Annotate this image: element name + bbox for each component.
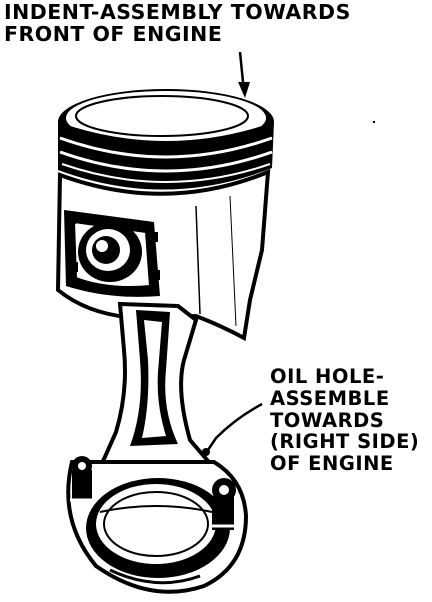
oil-hole-leader-line: [206, 402, 263, 451]
piston-skirt: [55, 168, 271, 342]
oil-hole-label-line-1: OIL HOLE-: [270, 365, 385, 388]
indent-label-line-1: INDENT-ASSEMBLY TOWARDS: [4, 0, 351, 24]
oil-hole-label-line-2: ASSEMBLE: [270, 386, 390, 410]
oil-hole-label-line-5: OF ENGINE: [270, 452, 394, 476]
oil-hole-callout-label: OIL HOLE- ASSEMBLE TOWARDS (RIGHT SIDE) …: [270, 366, 419, 475]
indent-leader-arrow: [238, 51, 250, 98]
indent-callout-label: INDENT-ASSEMBLY TOWARDS FRONT OF ENGINE: [4, 0, 351, 46]
wrist-pin-boss: [64, 210, 160, 297]
oil-hole-label-line-4: (RIGHT SIDE): [270, 430, 420, 454]
oil-hole-label-line-3: TOWARDS: [270, 408, 385, 432]
indent-label-line-2: FRONT OF ENGINE: [4, 21, 223, 46]
connecting-rod-big-end: [66, 448, 249, 594]
speck-mark: [372, 120, 376, 124]
piston-ring-band: [58, 122, 274, 190]
connecting-rod-shank: [96, 301, 219, 470]
